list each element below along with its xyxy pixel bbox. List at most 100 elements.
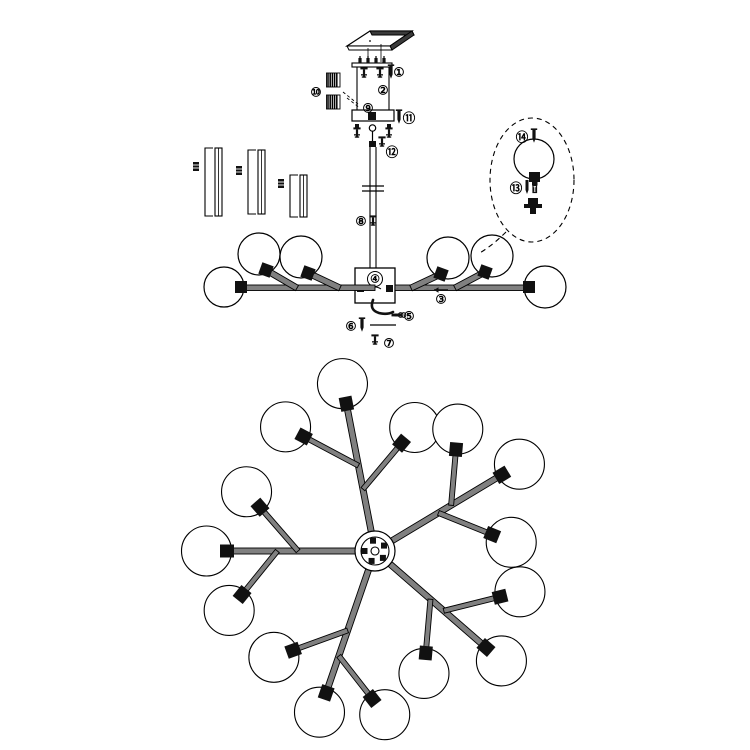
callout-14: ⑭ [516,128,538,145]
rod-connector-rod-long [193,162,199,171]
callout-label-11: ⑪ [403,111,416,126]
plate9-nut-right [387,124,391,128]
plan-center-hub [354,530,396,572]
globe-arm-assembly [203,232,567,309]
callout-label-1: ① [393,66,404,80]
callout-3: ③ [433,286,449,307]
canopy-hole-mark [369,40,371,42]
globe-socket-g5 [477,264,493,280]
plan-globe-arm-n-b0-1 [260,401,312,453]
plan-socket-arm-ne-b1 [483,525,502,544]
plan-hub-center [370,546,380,556]
plan-globe-arm-sw-main-0 [293,686,346,738]
rod10-body-0 [326,72,341,88]
plan-hub-port-3 [368,557,375,564]
callout-11: ⑪ [395,109,416,126]
callout-9: ⑨ [362,102,373,116]
plate-9-center-block [368,112,376,120]
callout-label-10: ⑩ [310,86,321,100]
callout-4: ④ [370,274,380,286]
drop-rod [362,147,384,270]
callout-label-5: ⑤ [403,310,414,324]
rod10-body-1 [326,94,341,110]
detail-socket-stem [530,208,536,214]
bracket-bar [351,62,393,68]
rod-connector-rod-short [278,179,284,188]
plan-branch-arm-n-1 [360,440,405,492]
plan-hub-port-4 [361,548,368,554]
plan-globe-arm-ne-b1-2 [485,516,537,568]
rod-bracket-rod-long [204,147,213,217]
detail-balloon-leader [477,231,507,255]
callout-2: ② [377,84,388,98]
callout-label-8: ⑧ [355,215,366,229]
plan-socket-arm-w-main [220,544,234,558]
plan-hub-port-0 [369,537,376,544]
stem-top-coupler [369,141,376,147]
plan-socket-arm-n-b0 [294,427,313,446]
globe-socket-g6 [523,281,535,293]
globe-g4 [426,236,470,280]
bracket-bolt-icon-left [360,67,368,78]
plan-socket-arm-sw-b0 [284,641,302,659]
callout-6-screw-icon [358,317,366,332]
mounting-plate-9 [351,109,395,122]
bracket-screw-head-3 [374,58,378,63]
globe-g2 [237,232,281,276]
globe-socket-g3 [300,265,316,281]
canopy-front-edge [346,45,393,51]
callout-12-bolt-icon [378,136,386,147]
plan-socket-arm-se-b0 [418,645,433,661]
bracket-bolt-icon-right [376,67,384,78]
detail-socket-flange [524,204,542,208]
callout-label-4: ④ [370,274,380,286]
plan-socket-arm-sw-b1 [362,688,382,709]
callout-label-14: ⑭ [516,130,529,145]
globe-g3 [279,235,323,279]
globe-socket-detail-balloon [477,117,575,255]
plan-branch-arm-ne-0 [448,448,459,506]
plan-arm-arm-w [226,547,376,555]
callout-label-12: ⑫ [386,145,399,160]
rod-bracket-rod-medium [247,149,256,215]
callout-label-7: ⑦ [383,337,394,351]
callout-1: ① [387,64,405,80]
bracket-screw-head-4 [382,58,386,63]
plan-socket-arm-w-b1 [232,584,252,605]
callout-label-13: ⑬ [510,181,523,196]
plan-socket-arm-se-main [476,637,496,657]
plan-socket-arm-n-main [338,395,355,412]
plan-branch-arm-ne-1 [436,509,494,538]
plan-socket-arm-w-b0 [250,497,270,517]
globe-g5 [470,234,514,278]
plan-view [180,358,546,741]
detail-socket-body [528,198,538,204]
plan-socket-arm-se-b1 [491,588,509,605]
detail-globe-socket [529,172,540,182]
plan-hub-port-1 [381,542,388,549]
plan-socket-arm-n-b1 [392,433,412,453]
plate9-nut-left [355,124,359,128]
callout-label-6: ⑥ [345,320,356,334]
plate9-bolt-right-icon [385,127,393,138]
callout-label-9: ⑨ [362,102,373,116]
plan-socket-arm-sw-main [317,684,335,702]
rod-bracket-rod-short [289,174,298,218]
bracket-screw-head-2 [366,58,370,63]
plan-globe-arm-sw-b0-1 [248,631,300,683]
bracket-screw-head-1 [358,58,362,63]
globe-socket-g2 [258,262,274,278]
callout-7-bolt-icon [371,334,379,345]
canopy-hook-ring [368,124,377,132]
plan-branch-arm-se-1 [442,593,502,614]
plan-branch-arm-se-0 [422,598,434,654]
globe-socket-g1 [235,281,247,293]
hub-power-wire [370,298,395,316]
main-arm-bar [214,284,536,291]
callout-label-2: ② [377,84,388,98]
callout-12: ⑫ [378,136,399,160]
ceiling-mounting-plate [344,30,415,51]
callout-label-3: ③ [435,293,446,307]
